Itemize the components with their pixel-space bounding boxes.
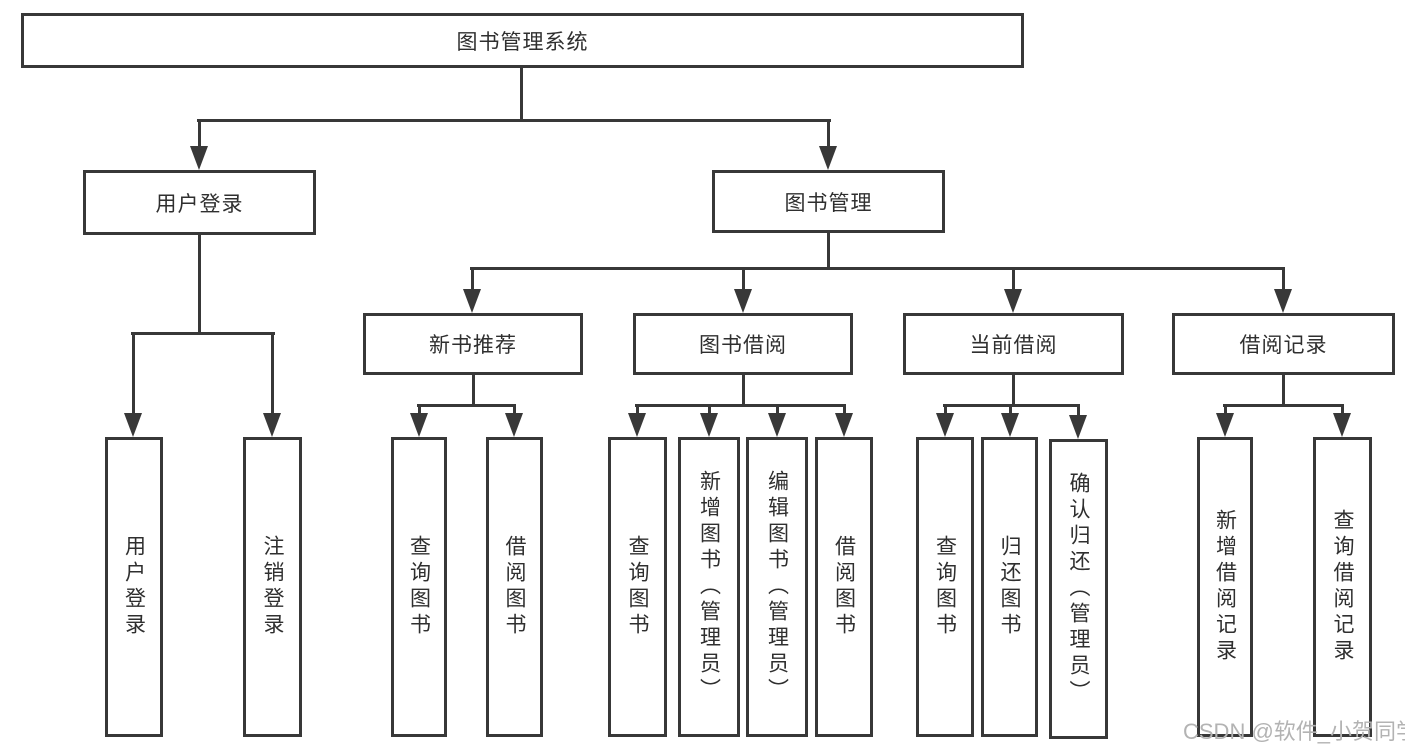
node-root-book-management-system: 图书管理系统 xyxy=(21,13,1024,68)
leaf-query-books-1: 查询图书 xyxy=(391,437,447,737)
connector-line-vertical xyxy=(636,404,639,417)
connector-line-vertical xyxy=(1224,404,1227,417)
connector-line-vertical xyxy=(776,404,779,417)
arrowhead-down-icon xyxy=(1274,289,1292,313)
node-label: 查询借阅记录 xyxy=(1331,509,1354,665)
connector-line-vertical xyxy=(1012,375,1015,407)
connector-line-vertical xyxy=(1077,404,1080,419)
node-label: 当前借阅 xyxy=(969,334,1058,357)
arrowhead-down-icon xyxy=(1216,413,1234,437)
arrowhead-down-icon xyxy=(1069,415,1087,439)
arrowhead-down-icon xyxy=(1004,289,1022,313)
connector-line-vertical xyxy=(742,267,745,293)
leaf-add-borrow-record: 新增借阅记录 xyxy=(1197,437,1253,737)
leaf-query-books-3: 查询图书 xyxy=(916,437,974,737)
connector-line-vertical xyxy=(271,332,274,417)
node-label: 查询图书 xyxy=(407,535,431,639)
leaf-confirm-return-admin: 确认归还（管理员） xyxy=(1049,439,1108,739)
arrowhead-down-icon xyxy=(768,413,786,437)
arrowhead-down-icon xyxy=(1333,413,1351,437)
connector-line-horizontal xyxy=(131,332,275,335)
arrowhead-down-icon xyxy=(835,413,853,437)
node-label: 新增借阅记录 xyxy=(1213,509,1237,665)
node-label: 用户登录 xyxy=(122,535,146,639)
node-label: 借阅图书 xyxy=(832,535,856,639)
connector-line-vertical xyxy=(1009,404,1012,417)
node-user-login: 用户登录 xyxy=(83,170,316,235)
node-label: 图书管理系统 xyxy=(456,30,589,54)
arrowhead-down-icon xyxy=(410,413,428,437)
connector-line-vertical xyxy=(132,332,135,417)
connector-line-vertical xyxy=(843,404,846,417)
node-label: 新书推荐 xyxy=(429,334,517,357)
connector-line-vertical xyxy=(520,68,523,122)
leaf-borrow-books-2: 借阅图书 xyxy=(815,437,873,737)
leaf-query-books-2: 查询图书 xyxy=(608,437,667,737)
connector-line-horizontal xyxy=(197,119,831,122)
connector-line-vertical xyxy=(1341,404,1344,417)
leaf-add-books-admin: 新增图书（管理员） xyxy=(678,437,740,737)
arrowhead-down-icon xyxy=(936,413,954,437)
watermark: CSDN @软件_小贺同学 xyxy=(1183,719,1405,744)
node-label: 查询图书 xyxy=(626,535,649,639)
arrowhead-down-icon xyxy=(734,289,752,313)
connector-line-vertical xyxy=(944,404,947,417)
node-label: 归还图书 xyxy=(998,535,1021,639)
node-label: 注销登录 xyxy=(261,535,284,639)
connector-line-vertical xyxy=(827,233,830,270)
connector-line-horizontal xyxy=(470,267,1285,270)
connector-line-vertical xyxy=(471,267,474,293)
connector-line-vertical xyxy=(1282,375,1285,407)
node-label: 图书借阅 xyxy=(699,334,787,357)
node-label: 新增图书（管理员） xyxy=(697,470,721,704)
node-label: 借阅图书 xyxy=(503,535,526,639)
connector-line-horizontal xyxy=(1223,404,1344,407)
connector-line-vertical xyxy=(1282,267,1285,293)
leaf-edit-books-admin: 编辑图书（管理员） xyxy=(746,437,808,737)
leaf-logout: 注销登录 xyxy=(243,437,302,737)
node-label: 查询图书 xyxy=(933,535,957,639)
arrowhead-down-icon xyxy=(263,413,281,437)
connector-line-vertical xyxy=(827,119,830,150)
connector-line-vertical xyxy=(198,119,201,150)
node-new-book-recommendation: 新书推荐 xyxy=(363,313,583,375)
arrowhead-down-icon xyxy=(463,289,481,313)
node-label: 借阅记录 xyxy=(1239,334,1328,357)
leaf-return-books: 归还图书 xyxy=(981,437,1038,737)
leaf-user-login: 用户登录 xyxy=(105,437,163,737)
arrowhead-down-icon xyxy=(124,413,142,437)
arrowhead-down-icon xyxy=(819,146,837,170)
connector-line-vertical xyxy=(1012,267,1015,293)
arrowhead-down-icon xyxy=(700,413,718,437)
arrowhead-down-icon xyxy=(628,413,646,437)
arrowhead-down-icon xyxy=(190,146,208,170)
leaf-borrow-books-1: 借阅图书 xyxy=(486,437,543,737)
node-label: 图书管理 xyxy=(784,191,873,215)
arrowhead-down-icon xyxy=(505,413,523,437)
node-book-management: 图书管理 xyxy=(712,170,945,233)
connector-line-horizontal xyxy=(635,404,846,407)
node-book-borrowing: 图书借阅 xyxy=(633,313,853,375)
node-label: 编辑图书（管理员） xyxy=(765,470,789,704)
connector-line-vertical xyxy=(472,375,475,407)
connector-line-horizontal xyxy=(417,404,516,407)
leaf-query-borrow-record: 查询借阅记录 xyxy=(1313,437,1372,737)
connector-line-vertical xyxy=(708,404,711,417)
arrowhead-down-icon xyxy=(1001,413,1019,437)
node-label: 用户登录 xyxy=(155,192,244,216)
node-borrowing-records: 借阅记录 xyxy=(1172,313,1395,375)
connector-line-vertical xyxy=(418,404,421,417)
connector-line-vertical xyxy=(513,404,516,417)
node-label: 确认归还（管理员） xyxy=(1067,472,1090,706)
connector-line-vertical xyxy=(742,375,745,407)
node-current-borrowing: 当前借阅 xyxy=(903,313,1124,375)
connector-line-vertical xyxy=(198,235,201,335)
